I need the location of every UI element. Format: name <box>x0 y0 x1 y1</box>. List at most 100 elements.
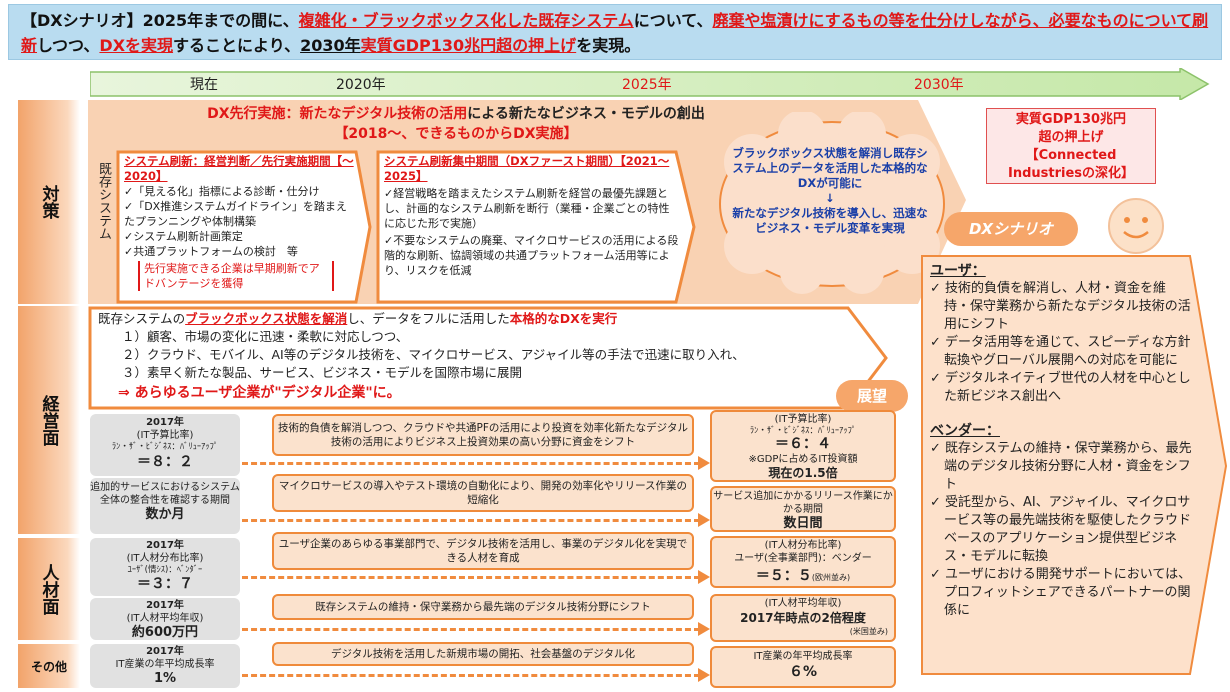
phase2-arrow <box>376 150 696 304</box>
keiei-conclusion: ⇒ あらゆるユーザ企業が"デジタル企業"に。 <box>118 385 401 401</box>
row0-right: (IT予算比率) ﾗﾝ・ｻﾞ・ﾋﾞｼﾞﾈｽ：ﾊﾞﾘｭｰｱｯﾌﾟ ＝６：４ ※GD… <box>710 410 896 482</box>
row-right-value: 数日間 <box>783 516 823 531</box>
row3-right: (IT人材平均年収) 2017年時点の2倍程度 (米国並み) <box>710 594 896 642</box>
row4-right: IT産業の年平均成長率 ６% <box>710 646 896 688</box>
cloud-text: ブラックボックス状態を解消し既存システム上のデータを活用した本格的なDXが可能に… <box>730 146 930 236</box>
timeline-2020: 2020年 <box>336 77 386 93</box>
smiley-icon <box>1108 198 1164 254</box>
phase1-item: ✓システム刷新計画策定 <box>124 230 243 243</box>
phase1-note: 先行実施できる企業は早期刷新でアドバンテージを獲得 <box>138 261 334 291</box>
row0-mid: 技術的負債を解消しつつ、クラウドや共通PFの活用により投資を効率化新たなデジタル… <box>272 414 694 456</box>
user-list: ✓ 技術的負債を解消し、人材・資金を維持・保守業務から新たなデジタル技術の活用に… <box>930 280 1192 406</box>
keiei-item: ２）クラウド、モバイル、AI等のデジタル技術を、マイクロサービス、アジャイル等の… <box>122 347 745 362</box>
timeline-arrow <box>90 68 1210 100</box>
arrow-right-icon <box>698 668 710 682</box>
row0-left: 2017年 (IT予算比率) ﾗﾝ・ｻﾞ・ﾋﾞｼﾞﾈｽ：ﾊﾞﾘｭｰｱｯﾌﾟ ＝８… <box>90 414 240 476</box>
vendor-item: ✓ 受託型から、AI、アジャイル、マイクロサービス等の最先端技術を駆使したクラウ… <box>930 495 1192 564</box>
row3-arrow <box>242 628 700 631</box>
row-left-line: (IT人材平均年収) <box>126 613 204 624</box>
phase2-title: システム刷新集中期間（DXファースト期間）【2021～2025】 <box>384 154 670 183</box>
row-right-line: (IT人材平均年収) <box>764 598 842 609</box>
row2-right: (IT人材分布比率) ユーザ(全事業部門)：ベンダー ＝５：５(欧州並み) <box>710 536 896 588</box>
row-right-line: ﾗﾝ・ｻﾞ・ﾋﾞｼﾞﾈｽ：ﾊﾞﾘｭｰｱｯﾌﾟ <box>749 426 857 436</box>
banner-text: 【DXシナリオ】2025年までの間に、 <box>21 11 299 30</box>
vendor-item-text: 既存システムの維持・保守業務から、最先端のデジタル技術分野に人材・資金をシフト <box>944 441 1192 492</box>
vendor-item: ✓ ユーザにおける開発サポートにおいては、プロフィットシェアできるパートナーの関… <box>930 567 1192 618</box>
row4-mid: デジタル技術を活用した新規市場の開拓、社会基盤のデジタル化 <box>272 642 694 666</box>
row-left-line: (IT予算比率) <box>136 430 194 441</box>
user-item: ✓ 技術的負債を解消し、人材・資金を維持・保守業務から新たなデジタル技術の活用に… <box>930 281 1191 332</box>
user-item-text: 技術的負債を解消し、人材・資金を維持・保守業務から新たなデジタル技術の活用にシフ… <box>944 281 1191 332</box>
arrow-right-icon <box>698 570 710 584</box>
row0-arrow <box>242 462 700 465</box>
banner-highlight: 実質GDP130兆円超の押上げ <box>360 36 577 55</box>
row-label-jinzai: 人材面 <box>18 538 80 640</box>
row-left-line: (IT人材分布比率) <box>126 553 204 564</box>
down-arrow-icon: ↓ <box>825 191 835 205</box>
phase1-title: システム刷新：経営判断／先行実施期間【～2020】 <box>124 154 354 183</box>
row-label-keiei: 経営面 <box>18 306 80 534</box>
tenbo-label: 展望 <box>836 380 908 412</box>
dx-scenario-text: ユーザ： ✓ 技術的負債を解消し、人材・資金を維持・保守業務から新たなデジタル技… <box>930 262 1192 620</box>
row-left-line: 2017年 <box>146 646 184 657</box>
phase1-item: ✓「DX推進システムガイドライン」を踏まえたプランニングや体制構築 <box>124 200 347 228</box>
timeline-now: 現在 <box>190 77 218 93</box>
row-right-value: ６% <box>788 664 818 680</box>
row-right-note: (米国並み) <box>849 627 888 636</box>
keiei-box: 既存システムのブラックボックス状態を解消し、データをフルに活用した本格的なDXを… <box>98 310 858 402</box>
gdp-line: 【Connected <box>1025 148 1117 163</box>
keiei-text: し、データをフルに活用した <box>347 311 510 326</box>
row-left-line: 追加的サービスにおけるシステム全体の整合性を確認する期間 <box>90 482 240 506</box>
vendor-list: ✓ 既存システムの維持・保守業務から、最先端のデジタル技術分野に人材・資金をシフ… <box>930 440 1192 620</box>
row3-mid: 既存システムの維持・保守業務から最先端のデジタル技術分野にシフト <box>272 594 694 620</box>
row-label-taisaku: 対策 <box>18 100 80 304</box>
row-left-value: 約600万円 <box>131 625 199 640</box>
dx-lead-text: DX先行実施：新たなデジタル技術の活用による新たなビジネス・モデルの創出 【20… <box>96 104 816 144</box>
keiei-text: 既存システムの <box>98 311 186 326</box>
arrow-right-icon <box>698 513 710 527</box>
row3-left: 2017年 (IT人材平均年収) 約600万円 <box>90 598 240 640</box>
banner-highlight: 廃棄や塩漬けにするもの等を仕分けしながら、必要なものについて刷新 <box>21 11 1209 55</box>
row1-right: サービス追加にかかるリリース作業にかかる期間 数日間 <box>710 486 896 532</box>
header-banner: 【DXシナリオ】2025年までの間に、複雑化・ブラックボックス化した既存システム… <box>8 4 1222 60</box>
row-right-value: ＝６：４ <box>775 436 831 452</box>
kizon-system-label: 既存システム <box>96 162 111 240</box>
keiei-highlight: ブラックボックス状態を解消 <box>185 311 348 326</box>
row-left-line: ﾗﾝ・ｻﾞ・ﾋﾞｼﾞﾈｽ：ﾊﾞﾘｭｰｱｯﾌﾟ <box>111 442 219 452</box>
banner-text: しつつ、 <box>37 36 100 55</box>
row-label-sonota: その他 <box>18 644 80 688</box>
banner-text: を実現。 <box>576 36 641 55</box>
row-left-line: IT産業の年平均成長率 <box>115 659 215 670</box>
user-title: ユーザ： <box>930 263 986 279</box>
row2-arrow <box>242 576 700 579</box>
user-item-text: デジタルネイティブ世代の人材を中心とした新ビジネス創出へ <box>944 371 1191 404</box>
phase1-arrow <box>116 150 372 304</box>
row-right-value: 2017年時点の2倍程度 <box>740 611 866 625</box>
phase2-item: ✓経営戦略を踏まえたシステム刷新を経営の最優先課題とし、計画的なシステム刷新を断… <box>384 187 670 230</box>
banner-highlight: DXを実現 <box>99 36 174 55</box>
row-right-line: サービス追加にかかるリリース作業にかかる期間 <box>713 491 893 515</box>
phase2-item: ✓不要なシステムの廃棄、マイクロサービスの活用による段階的な刷新、協調領域の共通… <box>384 234 679 277</box>
row-left-value: ＝３：７ <box>137 576 193 592</box>
row-left-value: 数か月 <box>145 507 185 522</box>
banner-text: することにより、 <box>173 36 301 55</box>
cloud-line: 新たなデジタル技術を導入し、迅速なビジネス・モデル変革を実現 <box>732 206 928 235</box>
phase1-item: ✓「見える化」指標による診断・仕分け <box>124 185 320 198</box>
row-right-line: IT産業の年平均成長率 <box>753 651 853 662</box>
gdp-line: Industriesの深化】 <box>1007 166 1135 181</box>
timeline-2030: 2030年 <box>914 77 964 93</box>
gdp-target-box: 実質GDP130兆円 超の押上げ 【Connected Industriesの深… <box>986 108 1156 184</box>
phase1-item: ✓共通プラットフォームの検討 等 <box>124 245 298 258</box>
cloud-shape <box>719 112 945 294</box>
row-left-value: ＝８：２ <box>137 454 193 470</box>
row1-left: 追加的サービスにおけるシステム全体の整合性を確認する期間 数か月 <box>90 478 240 534</box>
row1-arrow <box>242 519 700 522</box>
row-right-line: ユーザ(全事業部門)：ベンダー <box>734 553 872 564</box>
row-left-line: 2017年 <box>146 540 184 551</box>
row-right-note: (欧州並み) <box>811 573 851 582</box>
user-item-text: データ活用等を通じて、スピーディな方針転換やグローバル展開への対応を可能に <box>944 335 1191 368</box>
timeline-2025: 2025年 <box>622 77 672 93</box>
gdp-line: 超の押上げ <box>1038 130 1104 145</box>
banner-highlight: 複雑化・ブラックボックス化した既存システム <box>298 11 634 30</box>
arrow-right-icon <box>698 456 710 470</box>
